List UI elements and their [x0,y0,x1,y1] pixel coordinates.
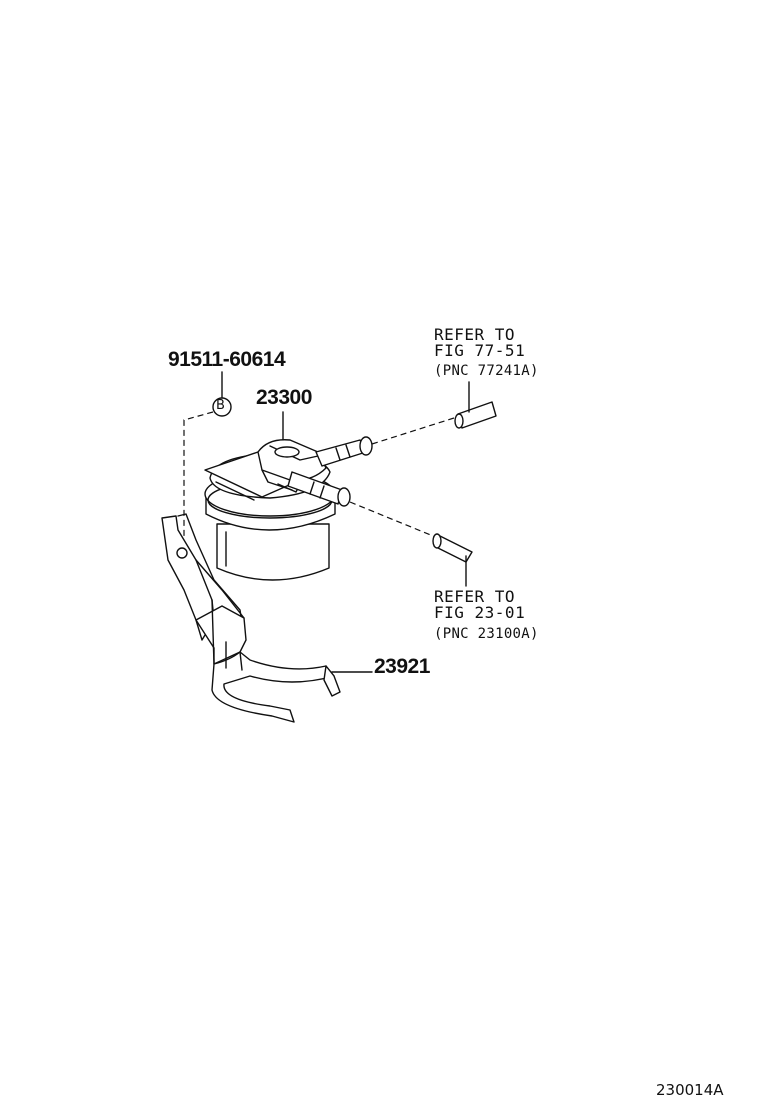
bolt-badge-letter: B [216,398,225,413]
lower-hose-dashed-line [349,501,439,539]
lower-ref-pnc: (PNC 23100A) [434,626,539,642]
filter-part-number: 23300 [256,386,312,409]
bolt-badge [212,397,232,417]
upper-outlet-pipe [315,436,373,467]
upper-ref-pnc: (PNC 77241A) [434,363,539,379]
upper-hose-dashed-line [371,417,455,445]
bracket [161,513,341,723]
lower-inlet-pipe [287,471,351,507]
fuel-filter-body [204,439,336,581]
bracket-part-number: 23921 [374,655,430,678]
upper-hose [454,401,497,429]
lower-ref-line1: REFER TO [434,587,516,606]
figure-code: 230014A [656,1081,724,1099]
lower-ref-line2: FIG 23-01 [434,603,526,622]
bolt-dashed-line [183,411,214,548]
bolt-part-number: 91511-60614 [168,348,286,371]
upper-ref-line2: FIG 77-51 [434,341,526,360]
upper-ref-line1: REFER TO [434,325,516,344]
